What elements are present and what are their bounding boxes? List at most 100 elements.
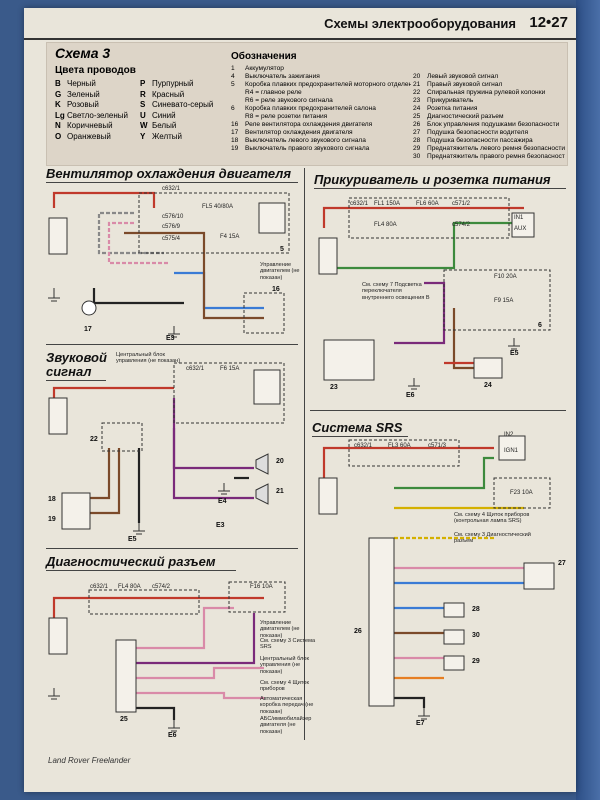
list-item: 24 Розетка питания (413, 105, 565, 113)
wire (394, 456, 494, 490)
item-text: Подушка безопасности пассажира (427, 137, 533, 144)
item-number: 21 (413, 81, 421, 88)
divider (304, 410, 305, 740)
label: F23 10A (510, 490, 533, 496)
label: c576/10 (162, 214, 184, 220)
divider (46, 344, 298, 345)
wire (124, 231, 264, 320)
ground-label: E7 (416, 720, 425, 727)
section-title-srs: Система SRS (312, 420, 403, 435)
wire (52, 191, 156, 208)
wire (172, 428, 254, 500)
list-item: R6 = реле звукового сигнала (231, 97, 411, 105)
note: Управление двигателем (не показан) (260, 620, 300, 639)
item-text: R4 = главное реле (245, 89, 302, 96)
label: c576/9 (162, 224, 181, 230)
divider (312, 436, 408, 437)
item-text: Вентилятор охлаждения двигателя (245, 129, 353, 136)
relay-r4 (258, 202, 286, 234)
color-code: K (55, 100, 61, 109)
item-text: Выключатель зажигания (245, 73, 320, 80)
color-name: Синевато-серый (152, 100, 214, 109)
footer-text: Land Rover Freelander (48, 756, 131, 765)
item-text: Реле вентилятора охлаждения двигателя (245, 121, 373, 128)
lighter-components (318, 197, 551, 390)
item-number: 30 (413, 153, 421, 160)
ground-icon (508, 338, 520, 350)
item-number: 26 (413, 121, 421, 128)
wire (134, 606, 234, 650)
label: IN2 (504, 432, 514, 438)
component-number: 29 (472, 658, 480, 665)
scheme-title: Схема 3 (55, 45, 111, 61)
ground-icon (168, 720, 180, 732)
item-text: Преднатяжитель левого ремня безопасности (427, 145, 565, 152)
note: АБС/иммобилайзер двигателя (не показан) (260, 716, 312, 735)
item-text: Выключатель правого звукового сигнала (245, 145, 370, 152)
note: Центральный блок управления (не показан) (260, 656, 309, 675)
page-title: Схемы электрооборудования (324, 16, 516, 31)
item-text: Розетка питания (427, 105, 478, 112)
label: AUX (514, 226, 527, 232)
socket-24 (473, 357, 503, 379)
label: c575/4 (162, 236, 181, 242)
manual-page: Схемы электрооборудования 12•27 Схема 3 … (24, 8, 576, 792)
wire (134, 691, 264, 700)
item-number: 27 (413, 129, 421, 136)
color-name: Синий (152, 110, 176, 120)
lighter-23 (323, 339, 375, 381)
component-number: 23 (330, 384, 338, 391)
fuse-box-5 (88, 589, 200, 615)
section-title-horn-1: Звуковой (46, 350, 107, 365)
label: FL5 40/80A (202, 204, 234, 210)
label: c632/1 (162, 186, 181, 192)
label: c571/2 (452, 201, 471, 207)
battery-1 (318, 477, 338, 515)
relay-r6 (253, 369, 281, 405)
divider (310, 410, 566, 411)
item-number: 29 (413, 145, 421, 152)
wires-diag (52, 596, 264, 720)
item-number: 18 (231, 137, 239, 144)
wire (52, 596, 264, 618)
item-text: Спиральная пружина рулевой колонки (427, 89, 546, 96)
item-text: Диагностический разъем (427, 113, 504, 120)
component-number: 20 (276, 458, 284, 465)
component-number: 21 (276, 488, 284, 495)
item-number: 22 (413, 89, 421, 96)
wire (329, 221, 514, 270)
divider (46, 380, 106, 381)
label: F6 15A (220, 366, 240, 372)
item-number: 20 (413, 73, 421, 80)
label: c632/1 (350, 201, 369, 207)
wire (107, 221, 169, 265)
list-item: 22 Спиральная пружина рулевой колонки (413, 89, 565, 97)
fuse-box-6 (443, 269, 551, 331)
item-text: Коробка плавких предохранителей моторног… (245, 81, 411, 88)
battery-1 (318, 237, 338, 275)
color-code: G (55, 89, 62, 99)
section-title-diag: Диагностический разъем (46, 554, 216, 569)
label: FL4 80A (118, 584, 141, 590)
ground-label: E3 (216, 522, 225, 529)
item-number: 24 (413, 105, 421, 112)
driver-airbag-27 (523, 562, 555, 590)
label: FL3 60A (388, 443, 411, 449)
list-item: R4 = главное реле (231, 89, 411, 97)
item-number: 28 (413, 137, 421, 144)
item-text: R8 = реле розетки питания (245, 113, 328, 120)
label: c574/2 (152, 584, 171, 590)
relay-16 (243, 292, 285, 334)
ground-label: E4 (218, 498, 227, 505)
label: F16 10A (250, 584, 273, 590)
ground-icon (418, 708, 430, 720)
component-number: 25 (120, 716, 128, 723)
ground-label: E5 (510, 350, 519, 357)
fuse-box-6 (493, 477, 551, 509)
wire (97, 211, 164, 255)
